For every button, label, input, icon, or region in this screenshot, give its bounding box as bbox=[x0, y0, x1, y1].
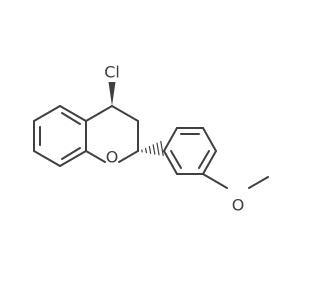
bond-a4-a5-double bbox=[198, 150, 210, 169]
bond-c2-o1 bbox=[118, 150, 139, 163]
methoxyphenyl-ring bbox=[163, 127, 217, 175]
bond-o1-c8a bbox=[85, 150, 106, 163]
bond-c4-c3 bbox=[111, 105, 139, 122]
bond-a1-a2 bbox=[163, 127, 178, 152]
bond-ome-ch3 bbox=[248, 176, 269, 189]
methoxy-oxygen-atom-label: O bbox=[232, 196, 245, 215]
bond-c6-c5 bbox=[33, 105, 61, 122]
bond-c8a-c8 bbox=[59, 150, 87, 167]
bond-c4a-c5 bbox=[59, 105, 87, 122]
pyran-ring bbox=[85, 105, 139, 163]
bond-a5-ome bbox=[202, 173, 228, 189]
ring-oxygen-atom-label: O bbox=[106, 148, 119, 167]
bond-a3-a4 bbox=[202, 127, 217, 152]
chlorine-atom-label: Cl bbox=[104, 63, 120, 82]
bond-c4a-c4 bbox=[85, 105, 113, 122]
molecule-structure: Cl O O bbox=[33, 62, 269, 215]
wedge-bond-c4-cl bbox=[108, 82, 116, 106]
bond-c8a-c8-double bbox=[61, 147, 81, 160]
bond-c4a-c5-double bbox=[61, 112, 81, 125]
bond-c8-c7 bbox=[33, 150, 61, 167]
methoxy-group bbox=[202, 173, 269, 189]
bond-a4-a5 bbox=[202, 150, 217, 175]
bond-a6-a1-double bbox=[170, 150, 182, 169]
bond-a6-a1 bbox=[163, 150, 178, 175]
benzo-ring bbox=[33, 105, 87, 167]
hash-bond-c2-aryl bbox=[141, 140, 164, 157]
